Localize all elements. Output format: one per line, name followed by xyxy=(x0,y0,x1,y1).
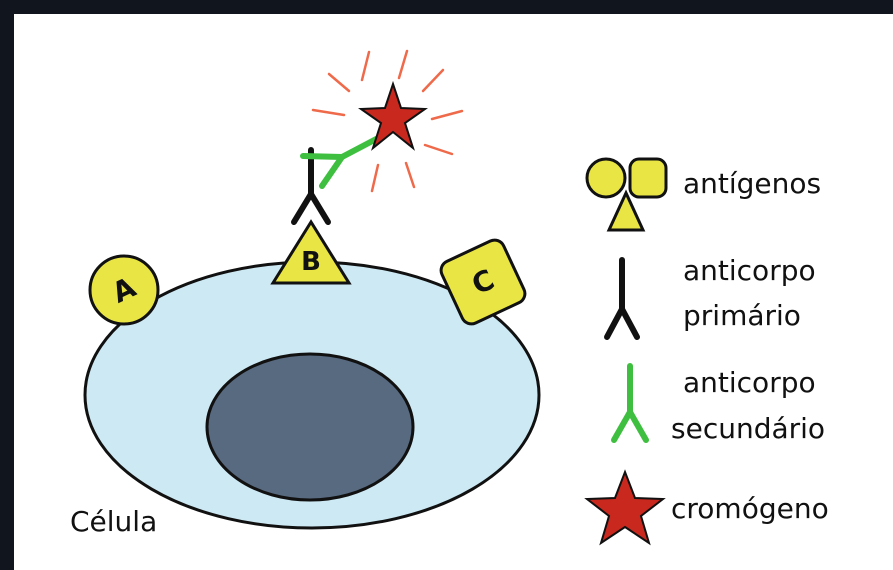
legend-secondary-label-2: secundário xyxy=(671,412,825,445)
legend-primary-label-1: anticorpo xyxy=(683,254,816,287)
legend-antigens-icon xyxy=(587,159,666,230)
legend-chromogen-label: cromógeno xyxy=(671,492,829,525)
antigen-b-label: B xyxy=(301,247,321,277)
legend-secondary-label-1: anticorpo xyxy=(683,366,816,399)
legend-antigens-label: antígenos xyxy=(683,167,821,200)
secondary-antibody xyxy=(303,137,380,186)
legend-primary-label-2: primário xyxy=(683,299,801,332)
cell-nucleus xyxy=(207,354,413,500)
legend-secondary-antibody-icon xyxy=(614,366,646,440)
chromogen-star xyxy=(361,84,425,148)
antigen-a: A xyxy=(90,256,158,324)
legend-chromogen-star-icon xyxy=(587,472,663,543)
legend-primary-antibody-icon xyxy=(607,260,637,337)
cell-label: Célula xyxy=(70,505,157,538)
antigen-b: B xyxy=(273,222,349,283)
